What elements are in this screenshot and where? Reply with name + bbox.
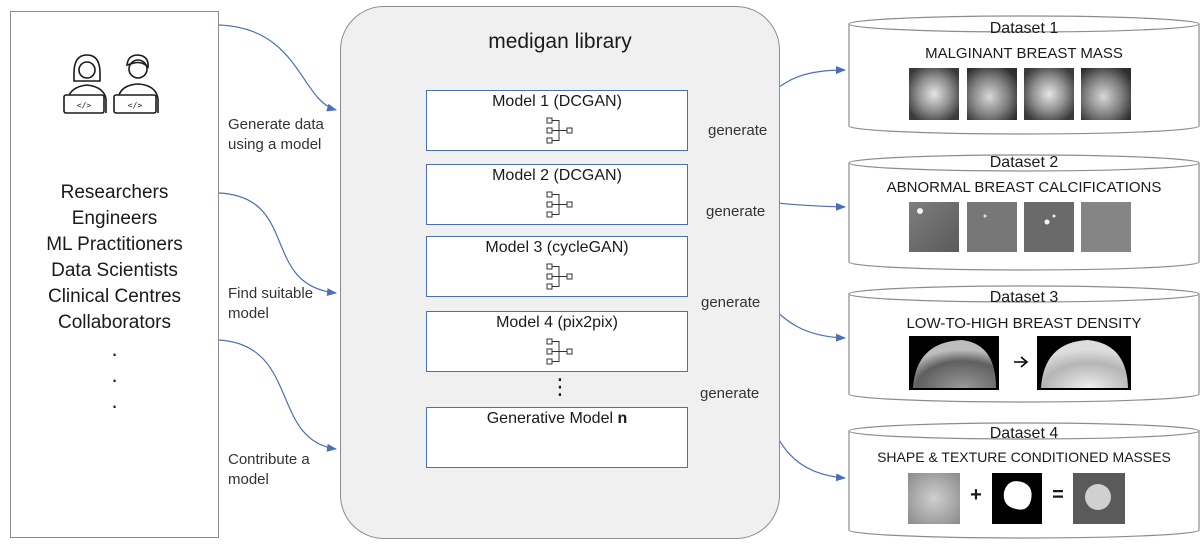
ellipsis-dot: . [111, 336, 118, 361]
generative-model-prefix: Generative Model [486, 410, 618, 427]
model-box-1[interactable]: Model 1 (DCGAN) [426, 90, 688, 151]
model-box-n[interactable]: Generative Model n [426, 407, 688, 468]
model-label: Model 3 (cycleGAN) [485, 239, 629, 256]
generate-label-3: generate [701, 294, 761, 311]
model-label: Model 2 (DCGAN) [492, 167, 622, 184]
dataset-3-title: Dataset 3 [989, 289, 1059, 306]
dataset-4-title: Dataset 4 [989, 425, 1059, 442]
action-find-line-2: model [228, 305, 269, 322]
dataset-2-subtitle: ABNORMAL BREAST CALCIFICATIONS [886, 179, 1162, 196]
dataset-4-subtitle: SHAPE & TEXTURE CONDITIONED MASSES [877, 449, 1171, 465]
action-generate-data: Generate data using a model [228, 115, 324, 155]
model-label: Model 4 (pix2pix) [496, 314, 618, 331]
model-architecture-icon [546, 338, 573, 365]
ellipsis-dot: . [111, 388, 118, 413]
person-laptop-icon: </> [63, 54, 107, 114]
dataset-3-thumbnails [909, 336, 1131, 390]
dataset-1-subtitle: MALGINANT BREAST MASS [925, 45, 1123, 62]
dataset-3-subtitle: LOW-TO-HIGH BREAST DENSITY [906, 315, 1142, 332]
model-architecture-icon [546, 191, 573, 218]
ellipsis-dot: . [111, 362, 118, 387]
svg-text:</>: </> [77, 101, 92, 110]
dataset-4-thumbnails [908, 473, 1125, 524]
action-generate-line-1: Generate data [228, 116, 324, 133]
action-contribute-line-2: model [228, 471, 269, 488]
model-box-3[interactable]: Model 3 (cycleGAN) [426, 236, 688, 297]
model-label: Model 1 (DCGAN) [492, 93, 622, 110]
role-engineers: Engineers [71, 208, 158, 229]
generative-model-n: n [617, 410, 628, 427]
generate-label-4: generate [700, 385, 760, 402]
role-data-scientists: Data Scientists [51, 260, 178, 281]
dataset-2-title: Dataset 2 [989, 154, 1059, 171]
generate-label-1: generate [708, 122, 768, 139]
action-generate-line-2: using a model [228, 136, 322, 153]
action-contribute-line-1: Contribute a [228, 451, 310, 468]
users-icon-group: </> </> [63, 54, 159, 114]
library-title: medigan library [488, 30, 632, 53]
svg-text:</>: </> [128, 101, 143, 110]
model-box-2[interactable]: Model 2 (DCGAN) [426, 164, 688, 225]
equals-operator: = [1052, 484, 1064, 506]
dataset-1-thumbnails [909, 68, 1131, 120]
action-find-line-1: Find suitable [228, 285, 314, 302]
role-ml-practitioners: ML Practitioners [46, 234, 183, 255]
role-collaborators: Collaborators [58, 312, 171, 333]
role-researchers: Researchers [60, 182, 169, 203]
model-architecture-icon [546, 263, 573, 290]
generative-model-n-label: Generative Model n [427, 410, 687, 428]
model-box-4[interactable]: Model 4 (pix2pix) [426, 311, 688, 372]
generate-label-2: generate [706, 203, 766, 220]
dataset-1-title: Dataset 1 [989, 20, 1059, 37]
model-architecture-icon [546, 117, 573, 144]
person-laptop-icon: </> [113, 54, 159, 114]
more-models-ellipsis: ⋮ [549, 374, 571, 399]
plus-operator: + [970, 484, 982, 506]
action-contribute-model: Contribute a model [228, 450, 310, 490]
dataset-2-thumbnails [909, 202, 1131, 252]
action-find-model: Find suitable model [228, 284, 313, 324]
role-clinical-centres: Clinical Centres [47, 286, 182, 307]
